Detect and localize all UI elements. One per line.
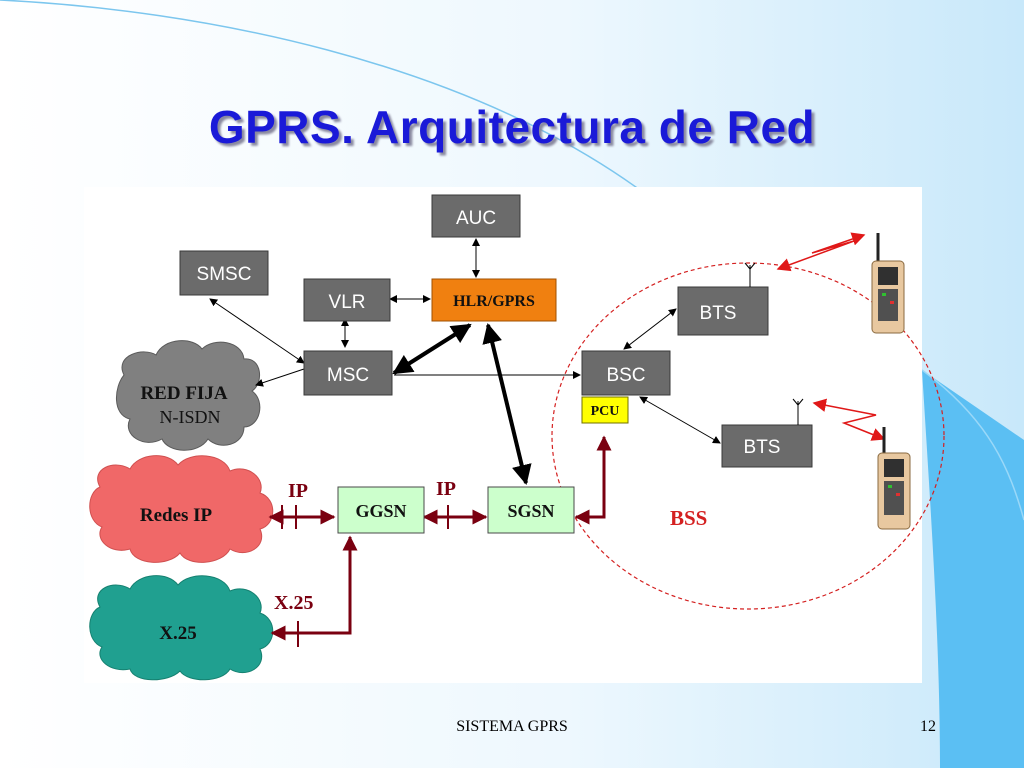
cloud-red-fija-label-2: N-ISDN bbox=[160, 407, 221, 427]
node-pcu-label: PCU bbox=[591, 404, 620, 419]
node-ggsn-label: GGSN bbox=[355, 501, 406, 521]
link-msc-hlr bbox=[392, 323, 472, 375]
node-sgsn-label: SGSN bbox=[507, 501, 554, 521]
node-smsc: SMSC bbox=[179, 250, 269, 296]
slide-title: GPRS. Arquitectura de Red bbox=[208, 101, 816, 153]
node-msc-label: MSC bbox=[327, 365, 369, 386]
node-vlr: VLR bbox=[303, 278, 391, 322]
node-pcu: PCU bbox=[581, 396, 629, 424]
mobile-phone-icon bbox=[871, 233, 905, 334]
node-auc-label: AUC bbox=[456, 208, 496, 229]
node-hlr-gprs: HLR/GPRS bbox=[431, 278, 557, 322]
link-ggsn-sgsn bbox=[422, 505, 488, 529]
radio-link-top bbox=[776, 232, 866, 272]
link-x25-ggsn bbox=[270, 535, 358, 647]
cloud-x25-label: X.25 bbox=[159, 623, 196, 644]
link-label-ip-left: IP bbox=[288, 480, 308, 502]
footer-text: SISTEMA GPRS bbox=[456, 718, 568, 735]
link-sgsn-pcu bbox=[574, 435, 612, 525]
page-number: 12 bbox=[920, 718, 936, 735]
link-redesip-ggsn bbox=[268, 505, 336, 529]
node-ggsn: GGSN bbox=[337, 486, 425, 534]
node-bsc: BSC bbox=[581, 350, 671, 396]
cloud-redes-ip-label: Redes IP bbox=[140, 505, 213, 526]
mobile-phone-icon bbox=[877, 427, 911, 530]
antenna-icon bbox=[792, 398, 804, 425]
node-bts-bottom-label: BTS bbox=[744, 437, 781, 458]
link-msc-redfija bbox=[255, 368, 305, 387]
link-smsc-msc bbox=[209, 298, 305, 364]
cloud-red-fija: RED FIJA N-ISDN bbox=[116, 340, 261, 451]
cloud-red-fija-label-1: RED FIJA bbox=[140, 383, 227, 404]
node-bts-bottom: BTS bbox=[721, 398, 813, 468]
antenna-icon bbox=[744, 262, 756, 287]
node-auc: AUC bbox=[431, 194, 521, 238]
cloud-redes-ip: Redes IP bbox=[89, 455, 274, 563]
link-label-x25: X.25 bbox=[274, 592, 313, 614]
node-bts-top: BTS bbox=[677, 262, 769, 336]
bss-boundary bbox=[551, 262, 945, 610]
node-smsc-label: SMSC bbox=[197, 264, 252, 285]
bss-label: BSS bbox=[670, 506, 707, 530]
node-msc: MSC bbox=[303, 350, 393, 396]
node-hlr-gprs-label: HLR/GPRS bbox=[453, 293, 535, 310]
link-bsc-bts-top bbox=[623, 308, 677, 350]
node-bts-top-label: BTS bbox=[700, 303, 737, 324]
link-hlr-sgsn bbox=[482, 323, 532, 485]
link-bsc-bts-bottom bbox=[639, 396, 721, 444]
node-sgsn: SGSN bbox=[487, 486, 575, 534]
radio-link-bottom bbox=[812, 398, 886, 441]
node-bsc-label: BSC bbox=[606, 365, 645, 386]
node-vlr-label: VLR bbox=[329, 292, 366, 313]
gprs-network-diagram: RED FIJA N-ISDN Redes IP X.25 IP IP X.25 bbox=[89, 194, 945, 681]
cloud-x25: X.25 bbox=[89, 575, 274, 681]
link-label-ip-right: IP bbox=[436, 478, 456, 500]
